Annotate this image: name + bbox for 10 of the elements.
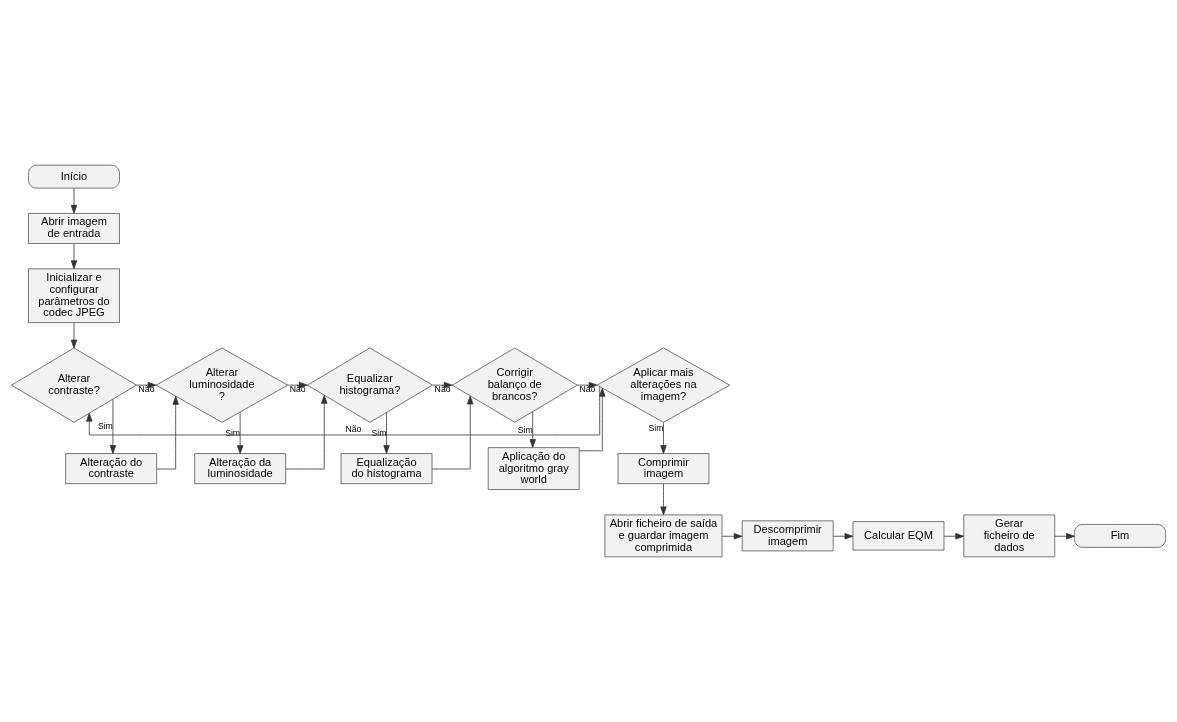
edge-label: Não (345, 424, 362, 435)
edge-label: Sim (371, 427, 387, 438)
edge-label: Sim (97, 421, 113, 432)
edge-label: Não (289, 384, 306, 395)
edge-label: Sim (225, 427, 241, 438)
edge-label: Não (138, 384, 155, 395)
edge-label: Sim (648, 423, 664, 434)
edge-label: Não (434, 384, 451, 395)
edge-label: Não (579, 384, 596, 395)
edge-label: Sim (517, 424, 533, 435)
